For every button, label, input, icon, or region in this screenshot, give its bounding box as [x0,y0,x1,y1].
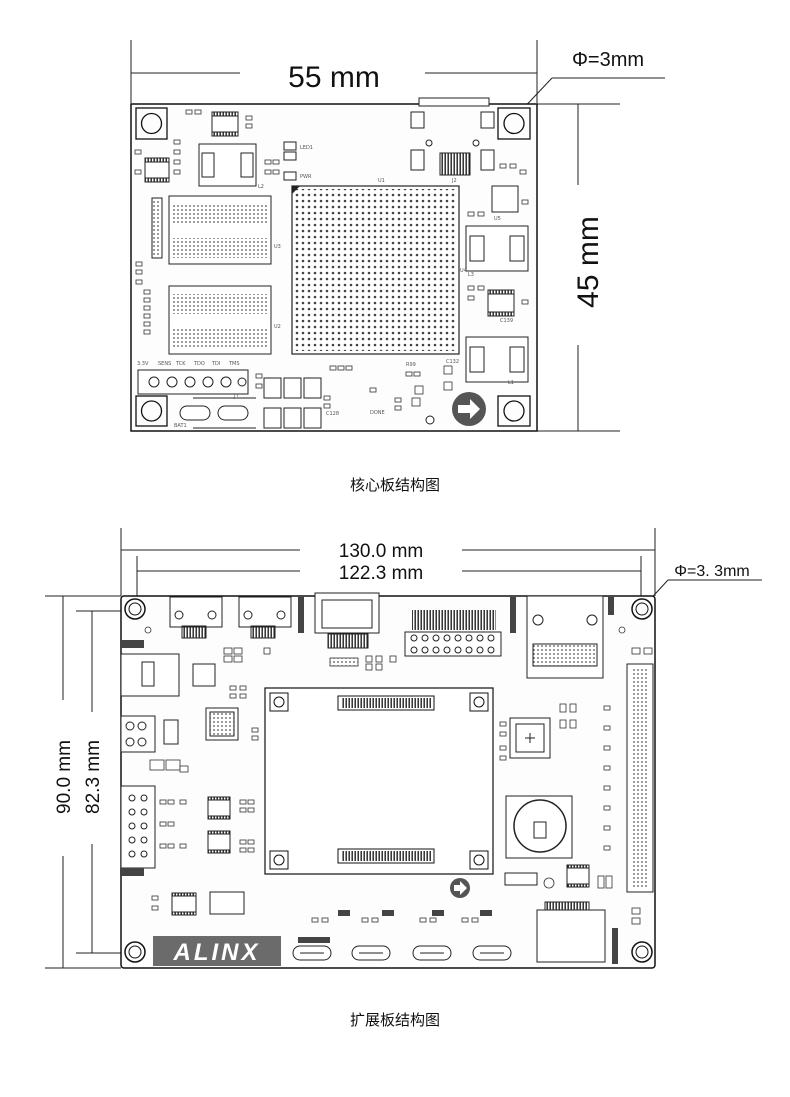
core-passives [134,109,529,411]
silk-label: PWR [300,174,312,180]
silk-label: TMS [228,361,240,367]
ext-mounting-holes [124,598,653,963]
ext-chips [171,663,590,916]
ext-height-inner-label: 82.3 mm [83,740,104,814]
silk-label: TDO [193,361,205,367]
core-battery-holder [179,397,256,429]
core-small-ics [144,111,519,317]
ext-width-inner-label: 122.3 mm [339,563,423,584]
ext-core-board-slot [264,687,494,875]
core-board-drawing: 55 mm 45 mm Φ=3mm [130,40,665,432]
core-width-label: 55 mm [288,61,380,94]
core-jtag-header [137,369,249,395]
silk-label: U4 [460,268,467,274]
silk-label: LED1 [300,145,313,151]
core-leds [283,141,297,181]
core-mounting-holes [135,107,531,427]
silk-label: C132 [446,359,459,365]
silk-label: DONE [370,410,385,416]
silk-label: 3.3V [137,361,149,367]
silk-label: U5 [494,216,501,222]
core-ddr-chip-1 [168,195,272,265]
ext-dark-pads [120,597,618,964]
silk-label: R99 [406,362,416,368]
ext-top-pin-header [404,610,502,657]
silk-label: L2 [258,184,264,190]
ext-ethernet-jack [526,595,604,679]
ext-board-drawing: 130.0 mm 122.3 mm 90.0 mm 82.3 mm Φ=3. 3… [45,528,762,969]
silk-label: SENS [158,361,171,367]
core-usb-connector [410,97,495,176]
core-switch-block [263,377,322,429]
ext-passives [144,626,653,925]
ext-hdmi-connector [314,592,380,649]
core-hole-label: Φ=3mm [572,49,644,71]
alinx-logo-text: ALINX [173,939,261,966]
core-inductors [198,143,529,383]
ext-hole-label: Φ=3. 3mm [674,563,749,580]
ext-sd-card-slot [536,901,606,963]
silk-label: L1 [508,380,514,386]
ext-height-outer-label: 90.0 mm [54,740,75,814]
ext-right-header [626,663,654,893]
ext-push-buttons [292,945,512,961]
ext-direction-arrow-icon [450,878,470,898]
ext-left-connectors [120,653,180,869]
core-left-header [151,197,163,259]
core-height-label: 45 mm [572,216,605,308]
core-fpga-bga [291,185,460,355]
silk-label: BAT1 [174,423,187,429]
silk-label: L3 [468,272,474,278]
silk-label: TDI [211,361,220,367]
silk-label: C128 [326,411,339,417]
ext-dimension-lines [45,528,762,969]
silk-label: U3 [274,244,281,250]
silk-label: J2 [451,178,457,184]
core-dimension-lines [130,40,665,432]
ext-width-outer-label: 130.0 mm [339,541,423,562]
ext-coin-battery [505,795,573,859]
silk-label: TCK [175,361,186,367]
silk-label: U2 [274,324,281,330]
ext-usb-ports [169,596,292,639]
silk-label: J1 [233,394,239,400]
alinx-logo: ALINX [153,936,281,966]
silk-label: U1 [378,178,385,184]
core-silk-labels: LED1 PWR U1 U3 U2 U4 U5 L1 L2 L3 J1 J2 3… [137,145,514,429]
core-ddr-chip-2 [168,285,272,355]
ext-board-caption: 扩展板结构图 [350,1011,440,1029]
core-board-caption: 核心板结构图 [350,476,440,494]
core-direction-arrow-icon [452,392,486,426]
silk-label: C139 [500,318,513,324]
